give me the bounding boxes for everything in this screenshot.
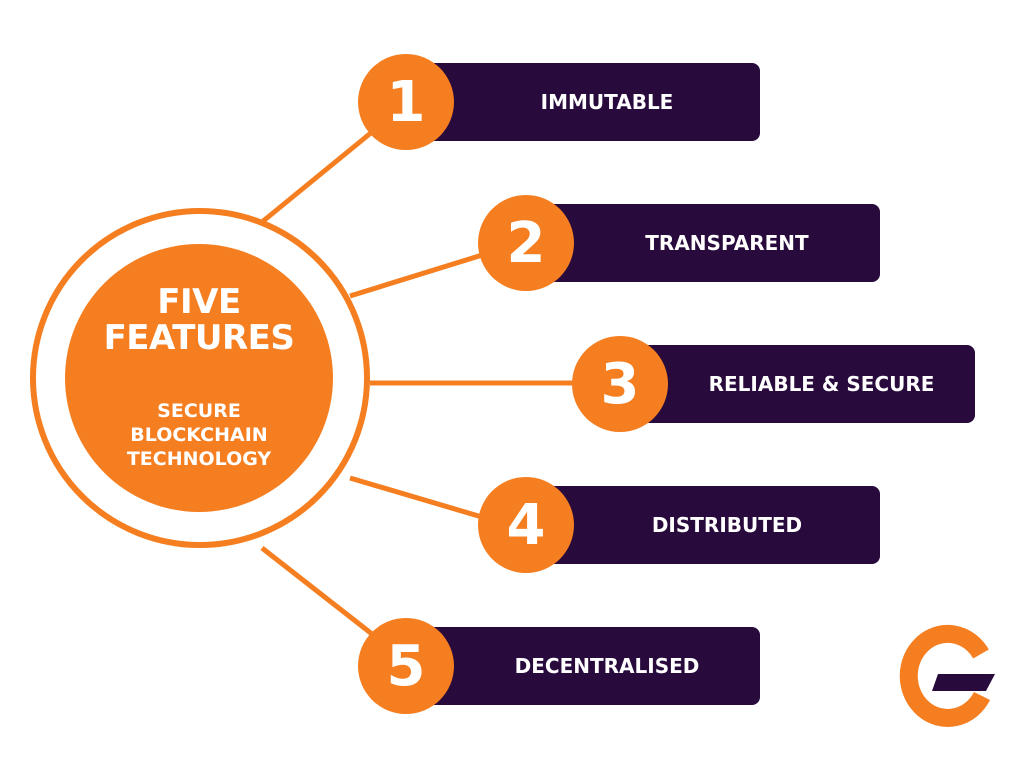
hub-subtitle-line-1: SECURE [157, 400, 241, 422]
connector-2 [349, 249, 493, 299]
hub-subtitle-line-2: BLOCKCHAIN [130, 424, 268, 446]
g-logo-icon [899, 624, 995, 727]
feature-bar-1 [408, 63, 760, 141]
feature-label-4: DISTRIBUTED [651, 513, 803, 537]
feature-label-1: IMMUTABLE [540, 90, 674, 114]
feature-label-2: TRANSPARENT [645, 231, 809, 255]
hub-circle: FIVE FEATURES SECURE BLOCKCHAIN TECHNOLO… [65, 244, 333, 512]
hub-title-line-1: FIVE [157, 282, 241, 322]
connector-5 [260, 546, 374, 636]
hub-title-line-2: FEATURES [103, 318, 295, 358]
feature-number-badge-2: 2 [478, 195, 574, 291]
hub-subtitle: SECURE BLOCKCHAIN TECHNOLOGY [65, 399, 333, 471]
feature-number-badge-5: 5 [358, 618, 454, 714]
feature-item-4: DISTRIBUTED 4 [478, 477, 880, 573]
feature-item-3: RELIABLE & SECURE 3 [572, 336, 975, 432]
feature-bar-3 [622, 345, 975, 423]
feature-label-3: RELIABLE & SECURE [708, 372, 935, 396]
feature-number-badge-1: 1 [358, 54, 454, 150]
feature-label-5: DECENTRALISED [514, 654, 700, 678]
connector-4 [349, 475, 493, 523]
feature-bar-2 [528, 204, 880, 282]
hub-title: FIVE FEATURES [65, 284, 333, 356]
feature-item-5: DECENTRALISED 5 [358, 618, 760, 714]
feature-number-badge-3: 3 [572, 336, 668, 432]
feature-number-badge-4: 4 [478, 477, 574, 573]
hub-subtitle-line-3: TECHNOLOGY [126, 448, 272, 470]
feature-bar-4 [528, 486, 880, 564]
feature-bar-5 [408, 627, 760, 705]
connector-1 [260, 130, 374, 224]
feature-item-1: IMMUTABLE 1 [358, 54, 760, 150]
feature-item-2: TRANSPARENT 2 [478, 195, 880, 291]
